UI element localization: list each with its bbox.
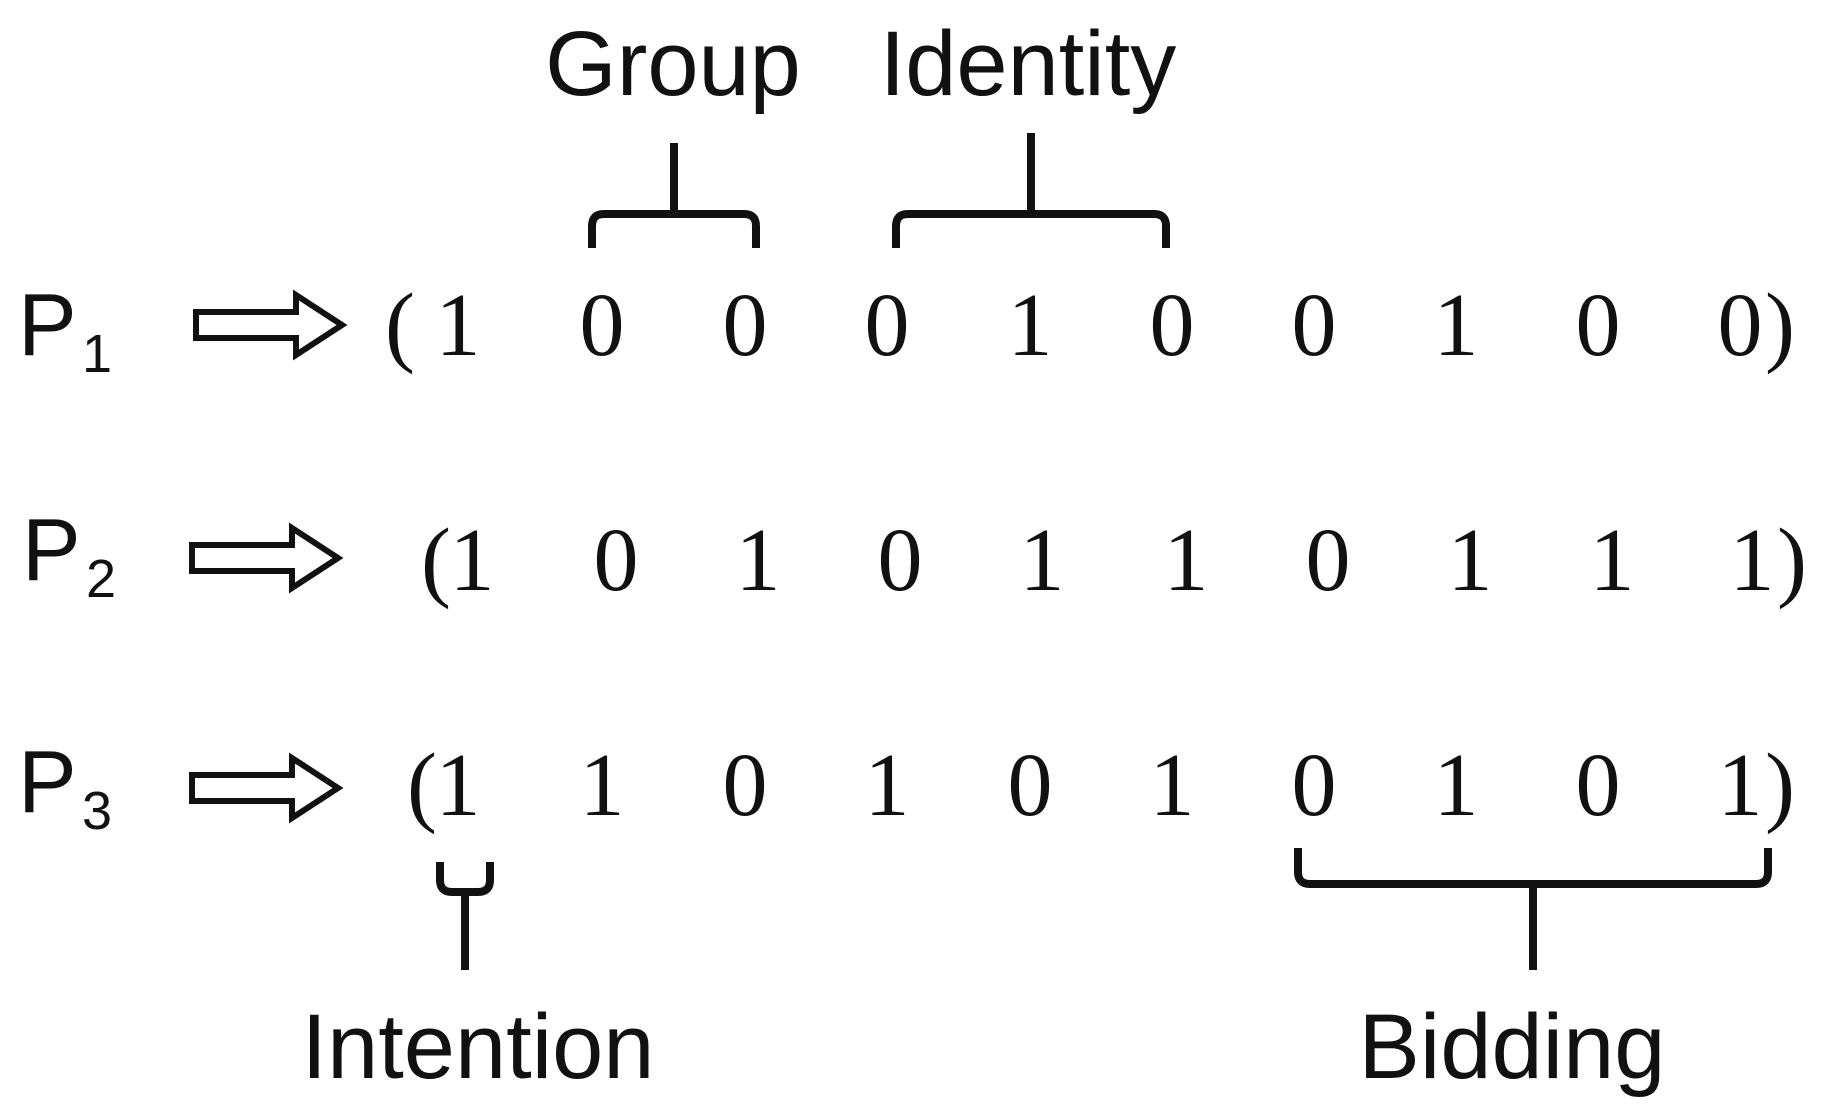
group-brace <box>588 143 760 248</box>
bit: 0 <box>1008 736 1053 835</box>
bit: 0 <box>594 511 639 610</box>
bit: 0 <box>1718 276 1763 375</box>
row-p2: P 2 ( 1 0 1 0 1 1 0 1 1 1 ) <box>22 500 1807 610</box>
open-paren: ( <box>407 736 437 835</box>
double-arrow-icon <box>193 289 348 361</box>
bit: 1 <box>1434 736 1479 835</box>
row-subscript: 3 <box>82 781 112 841</box>
close-paren: ) <box>1777 511 1807 610</box>
bidding-label: Bidding <box>1359 996 1666 1098</box>
intention-label: Intention <box>302 996 655 1098</box>
double-arrow-icon <box>189 522 344 594</box>
group-label: Group <box>545 13 801 115</box>
bit: 0 <box>1306 511 1351 610</box>
row-label: P <box>22 500 81 599</box>
bit: 1 <box>1150 736 1195 835</box>
bit: 1 <box>1730 511 1775 610</box>
bit: 0 <box>865 276 910 375</box>
bit: 0 <box>1576 736 1621 835</box>
double-arrow-icon <box>189 752 344 824</box>
bit: 1 <box>450 511 495 610</box>
bit: 0 <box>1292 736 1337 835</box>
bit: 1 <box>1434 276 1479 375</box>
row-p1: P 1 ( 1 0 0 0 1 0 0 1 0 0 ) <box>18 275 1795 384</box>
bit: 1 <box>436 736 481 835</box>
bit: 1 <box>865 736 910 835</box>
bit: 1 <box>1020 511 1065 610</box>
bit: 0 <box>1150 276 1195 375</box>
bit: 0 <box>580 276 625 375</box>
identity-label: Identity <box>880 13 1177 115</box>
bit: 1 <box>1008 276 1053 375</box>
open-paren: ( <box>385 276 415 375</box>
row-subscript: 2 <box>86 549 116 609</box>
row-subscript: 1 <box>82 324 112 384</box>
bit: 0 <box>723 276 768 375</box>
close-paren: ) <box>1765 736 1795 835</box>
bit: 1 <box>1590 511 1635 610</box>
intention-brace <box>436 862 494 970</box>
bit: 0 <box>1576 276 1621 375</box>
bit: 0 <box>1292 276 1337 375</box>
bit: 1 <box>580 736 625 835</box>
bit: 0 <box>723 736 768 835</box>
bit: 1 <box>1164 511 1209 610</box>
open-paren: ( <box>421 511 451 610</box>
bidding-brace <box>1294 848 1772 970</box>
close-paren: ) <box>1765 276 1795 375</box>
bit: 0 <box>878 511 923 610</box>
row-label: P <box>18 275 77 374</box>
row-p3: P 3 ( 1 1 0 1 0 1 0 1 0 1 ) <box>18 732 1795 841</box>
identity-brace <box>892 133 1170 248</box>
bit: 1 <box>1718 736 1763 835</box>
row-label: P <box>18 732 77 831</box>
bit: 1 <box>1448 511 1493 610</box>
bit: 1 <box>736 511 781 610</box>
bit: 1 <box>436 276 481 375</box>
